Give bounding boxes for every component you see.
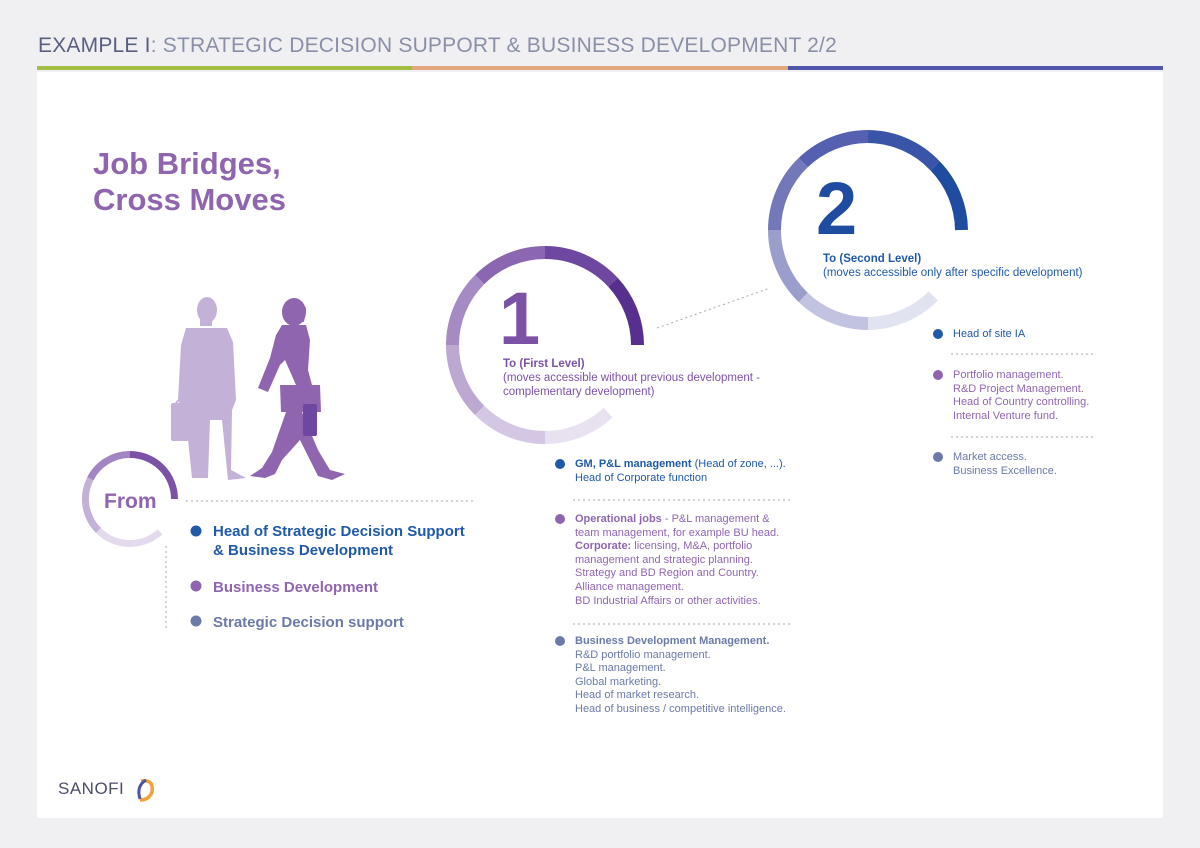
- main-title-line2: Cross Moves: [93, 182, 286, 217]
- level1-group3-line4: Head of market research.: [575, 689, 700, 702]
- level1-heading-block: To (First Level) (moves accessible witho…: [503, 357, 760, 399]
- sanofi-logo-text: SANOFI: [58, 779, 125, 798]
- level1-group3-line1: R&D portfolio management.: [575, 648, 711, 661]
- header-example-label: EXAMPLE I: [38, 34, 151, 57]
- level1-heading: To (First Level): [503, 358, 585, 370]
- level2-heading: To (Second Level): [823, 253, 922, 265]
- level2-group2-line1: Portfolio management.: [953, 369, 1064, 381]
- header-bar-orange: [412, 66, 788, 70]
- header-title-text: : STRATEGIC DECISION SUPPORT & BUSINESS …: [150, 34, 837, 57]
- level1-group2-line5: BD Industrial Affairs or other activitie…: [575, 594, 761, 607]
- from-item-1-line1: Head of Strategic Decision Support: [213, 523, 465, 540]
- level1-group2-rest: - P&L management &: [661, 513, 770, 525]
- level1-group1-line1: Head of Corporate function: [575, 471, 708, 484]
- level2-desc-line1: (moves accessible only after specific de…: [823, 267, 1083, 279]
- level2-ring: [768, 130, 968, 330]
- level2-group3-line2: Business Excellence.: [953, 464, 1057, 477]
- level1-group2-line1: team management, for example BU head.: [575, 526, 780, 539]
- level1-group3-line2: P&L management.: [575, 662, 666, 675]
- level2-group2-line4: Internal Venture fund.: [953, 409, 1059, 422]
- level1-group2-bold2: Corporate:: [575, 540, 632, 553]
- level1-group-bd-management: Business Development Management. R&D por…: [575, 635, 786, 717]
- level2-group3-line1: Market access.: [953, 451, 1027, 463]
- header-title: EXAMPLE I: STRATEGIC DECISION SUPPORT & …: [38, 34, 837, 58]
- bullet-dots: [190, 329, 943, 646]
- from-item-business-development: Business Development: [213, 579, 379, 596]
- level2-group-market: Market access. Business Excellence.: [953, 451, 1057, 478]
- level1-group2-rest2: licensing, M&A, portfolio: [631, 540, 753, 553]
- level1-group2-line3: Strategy and BD Region and Country.: [575, 567, 759, 580]
- header-bar-green: [37, 66, 412, 70]
- sanofi-logo-icon: [137, 778, 155, 802]
- man-silhouette: [171, 297, 246, 480]
- dashed-connectors: [165, 287, 1096, 630]
- level1-group3-line5: Head of business / competitive intellige…: [575, 702, 786, 715]
- level1-group-gm: GM, P&L management (Head of zone, ...). …: [575, 458, 786, 485]
- level2-group-portfolio: Portfolio management. R&D Project Manage…: [953, 369, 1089, 423]
- level1-group3-line3: Global marketing.: [575, 675, 662, 688]
- level1-desc-line1: (moves accessible without previous devel…: [503, 372, 760, 384]
- level1-group2-line4: Alliance management.: [575, 580, 684, 593]
- level2-number: 2: [816, 167, 858, 250]
- level1-group1-bold: GM, P&L management: [575, 458, 692, 470]
- header-bar-indigo: [788, 66, 1163, 70]
- level2-heading-block: To (Second Level) (moves accessible only…: [823, 252, 1083, 280]
- level2-group1-line1: Head of site IA: [953, 328, 1026, 340]
- main-title: Job Bridges, Cross Moves: [93, 146, 286, 218]
- from-item-1-line2: & Business Development: [213, 542, 394, 559]
- level1-desc-line2: complementary development): [503, 386, 655, 398]
- level1-group2-line2: management and strategic planning.: [575, 553, 753, 566]
- woman-silhouette: [250, 298, 345, 480]
- main-title-line1: Job Bridges,: [93, 146, 281, 181]
- level2-group2-line2: R&D Project Management.: [953, 382, 1084, 395]
- level1-group2-bold: Operational jobs: [575, 513, 662, 525]
- level2-group2-line3: Head of Country controlling.: [953, 396, 1090, 409]
- level1-group3-bold: Business Development Management.: [575, 635, 770, 647]
- level1-group1-rest: (Head of zone, ...).: [691, 458, 786, 470]
- level1-ring: [446, 246, 644, 444]
- level1-group-operational: Operational jobs - P&L management & team…: [575, 513, 779, 608]
- from-item-head-strategic: Head of Strategic Decision Support & Bus…: [213, 522, 465, 560]
- from-item-strategic-decision: Strategic Decision support: [213, 614, 404, 631]
- level1-number: 1: [499, 277, 541, 360]
- level2-group-site: Head of site IA: [953, 328, 1025, 342]
- from-label: From: [104, 490, 157, 513]
- from-ring: [81, 450, 178, 547]
